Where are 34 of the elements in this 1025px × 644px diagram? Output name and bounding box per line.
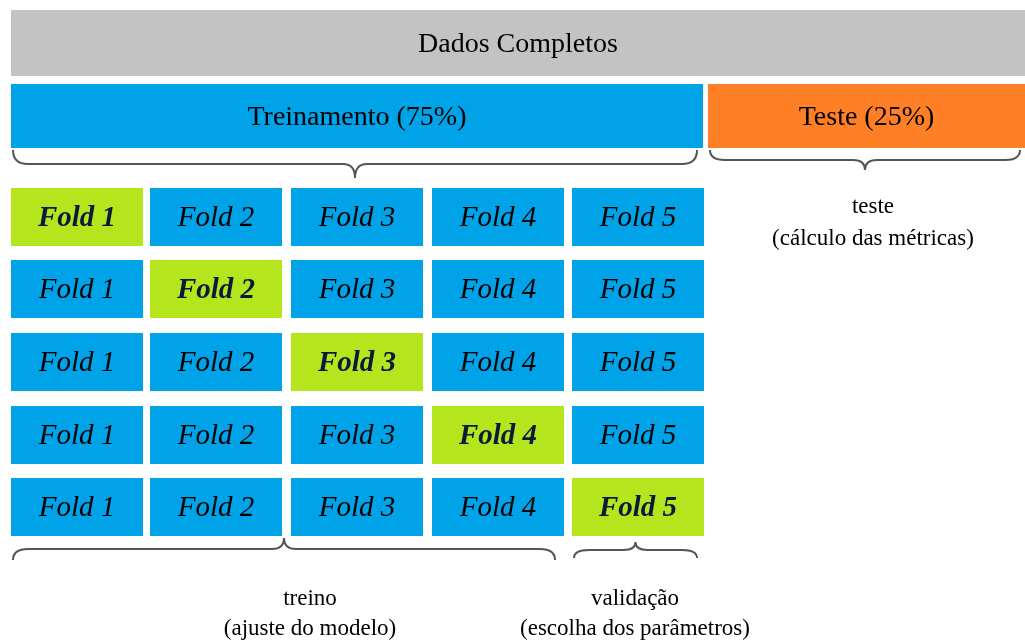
annotation-text: (ajuste do modelo) <box>222 614 398 642</box>
training-fold-box: Fold 4 <box>432 188 564 246</box>
training-fold-box: Fold 1 <box>11 260 143 318</box>
training-fold-box: Fold 4 <box>432 478 564 536</box>
annotation-text: treino <box>282 584 338 612</box>
training-fold-box: Fold 4 <box>432 333 564 391</box>
training-fold-box: Fold 4 <box>432 260 564 318</box>
validation-fold-box: Fold 4 <box>432 406 564 464</box>
training-fold-box: Fold 2 <box>150 188 282 246</box>
training-fold-box: Fold 5 <box>572 260 704 318</box>
training-fold-box: Fold 3 <box>291 406 423 464</box>
training-fold-box: Fold 3 <box>291 188 423 246</box>
training-fold-box: Fold 5 <box>572 188 704 246</box>
validation-fold-box: Fold 3 <box>291 333 423 391</box>
validation-fold-box: Fold 5 <box>572 478 704 536</box>
training-fold-box: Fold 1 <box>11 406 143 464</box>
training-fold-box: Fold 1 <box>11 478 143 536</box>
dataset-bar: Dados Completos <box>11 10 1025 76</box>
validation-fold-box: Fold 2 <box>150 260 282 318</box>
training-fold-box: Fold 2 <box>150 333 282 391</box>
validation-fold-box: Fold 1 <box>11 188 143 246</box>
training-fold-box: Fold 2 <box>150 406 282 464</box>
test-bar: Teste (25%) <box>708 84 1025 148</box>
annotation-text: (cálculo das métricas) <box>771 224 975 252</box>
training-fold-box: Fold 2 <box>150 478 282 536</box>
annotation-text: (escolha dos parâmetros) <box>519 614 751 642</box>
training-fold-box: Fold 5 <box>572 406 704 464</box>
training-fold-box: Fold 1 <box>11 333 143 391</box>
training-bar: Treinamento (75%) <box>11 84 703 148</box>
training-fold-box: Fold 3 <box>291 260 423 318</box>
training-fold-box: Fold 5 <box>572 333 704 391</box>
annotation-text: teste <box>850 192 896 220</box>
annotation-text: validação <box>589 584 681 612</box>
training-fold-box: Fold 3 <box>291 478 423 536</box>
